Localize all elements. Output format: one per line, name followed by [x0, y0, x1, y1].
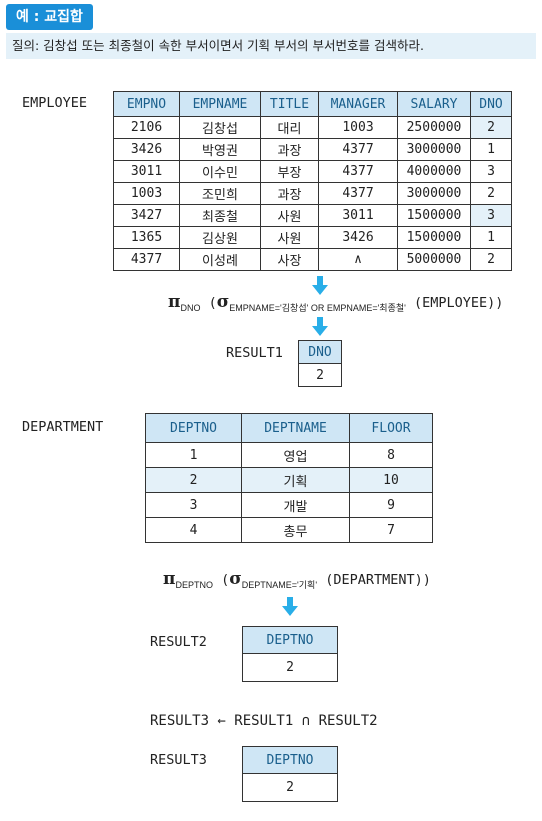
department-header-deptno: DEPTNO [145, 413, 242, 443]
department-cell: 총무 [241, 517, 350, 543]
employee-cell: 김상원 [179, 226, 261, 249]
employee-cell: 3011 [318, 204, 398, 227]
result2-value: 2 [242, 653, 338, 682]
employee-cell: 4377 [318, 138, 398, 161]
employee-cell: 김창섭 [179, 116, 261, 139]
department-label: DEPARTMENT [22, 419, 104, 435]
department-cell: 7 [349, 517, 433, 543]
result2-label: RESULT2 [150, 634, 207, 650]
department-cell: 개발 [241, 492, 350, 518]
employee-cell: 2500000 [397, 116, 471, 139]
employee-cell: 4377 [318, 160, 398, 183]
result2-table: DEPTNO 2 [242, 626, 338, 682]
employee-cell: 4377 [113, 248, 180, 271]
employee-cell: 2 [470, 248, 512, 271]
employee-cell: 4377 [318, 182, 398, 205]
employee-header-salary: SALARY [397, 91, 471, 117]
employee-cell: ∧ [318, 248, 398, 271]
employee-cell: 1500000 [397, 226, 471, 249]
employee-cell: 조민희 [179, 182, 261, 205]
employee-cell: 부장 [260, 160, 319, 183]
result1-label: RESULT1 [226, 345, 283, 361]
employee-cell: 3426 [113, 138, 180, 161]
employee-header-title: TITLE [260, 91, 319, 117]
employee-cell: 1 [470, 138, 512, 161]
employee-cell: 1365 [113, 226, 180, 249]
employee-cell: 사원 [260, 204, 319, 227]
department-cell: 10 [349, 467, 433, 493]
employee-header-empname: EMPNAME [179, 91, 261, 117]
employee-cell: 3000000 [397, 182, 471, 205]
department-header-deptname: DEPTNAME [241, 413, 350, 443]
example-tag: 예 : 교집합 [6, 4, 93, 30]
employee-cell: 과장 [260, 138, 319, 161]
employee-header-dno: DNO [470, 91, 512, 117]
employee-cell: 박영권 [179, 138, 261, 161]
employee-cell: 2106 [113, 116, 180, 139]
employee-cell: 사장 [260, 248, 319, 271]
result3-table: DEPTNO 2 [242, 746, 338, 802]
expression-2: πDEPTNO (σDEPTNAME='기획' (DEPARTMENT)) [163, 569, 431, 590]
employee-cell: 4000000 [397, 160, 471, 183]
department-cell: 8 [349, 442, 433, 468]
employee-cell: 3011 [113, 160, 180, 183]
employee-header-empno: EMPNO [113, 91, 180, 117]
employee-cell: 과장 [260, 182, 319, 205]
result1-header: DNO [298, 340, 342, 364]
employee-cell: 1500000 [397, 204, 471, 227]
down-arrow-icon [312, 317, 328, 337]
department-cell: 1 [145, 442, 242, 468]
employee-cell: 사원 [260, 226, 319, 249]
employee-cell: 최종철 [179, 204, 261, 227]
result1-table: DNO 2 [298, 340, 342, 387]
question-text: 질의: 김창섭 또는 최종철이 속한 부서이면서 기획 부서의 부서번호를 검색… [6, 33, 536, 59]
employee-label: EMPLOYEE [22, 95, 88, 111]
department-cell: 3 [145, 492, 242, 518]
result3-label: RESULT3 [150, 752, 207, 768]
employee-cell: 1003 [113, 182, 180, 205]
expression-3: RESULT3 ← RESULT1 ∩ RESULT2 [150, 713, 378, 729]
employee-cell: 1 [470, 226, 512, 249]
employee-cell: 5000000 [397, 248, 471, 271]
down-arrow-icon [312, 276, 328, 296]
employee-cell: 3426 [318, 226, 398, 249]
result3-header: DEPTNO [242, 746, 338, 774]
department-cell: 4 [145, 517, 242, 543]
result3-value: 2 [242, 773, 338, 802]
employee-cell: 대리 [260, 116, 319, 139]
employee-cell: 이수민 [179, 160, 261, 183]
employee-cell: 3 [470, 204, 512, 227]
down-arrow-icon [282, 597, 298, 617]
employee-header-manager: MANAGER [318, 91, 398, 117]
expression-1: πDNO (σEMPNAME='김창섭' OR EMPNAME='최종철' (E… [168, 292, 504, 313]
employee-cell: 이성례 [179, 248, 261, 271]
result2-header: DEPTNO [242, 626, 338, 654]
employee-cell: 2 [470, 182, 512, 205]
department-cell: 9 [349, 492, 433, 518]
department-header-floor: FLOOR [349, 413, 433, 443]
department-cell: 영업 [241, 442, 350, 468]
employee-cell: 1003 [318, 116, 398, 139]
department-cell: 2 [145, 467, 242, 493]
result1-value: 2 [298, 363, 342, 387]
employee-cell: 3000000 [397, 138, 471, 161]
department-cell: 기획 [241, 467, 350, 493]
employee-cell: 3 [470, 160, 512, 183]
employee-cell: 2 [470, 116, 512, 139]
employee-cell: 3427 [113, 204, 180, 227]
